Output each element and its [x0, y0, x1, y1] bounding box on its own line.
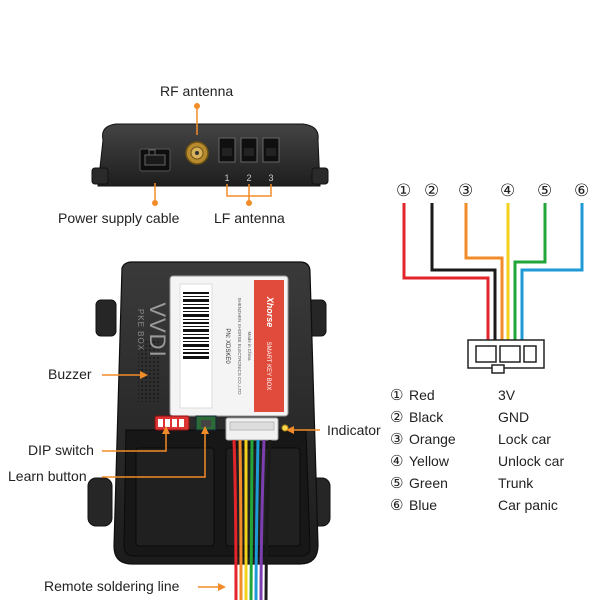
legend-function: 3V — [498, 387, 516, 403]
schematic-num-1: ① — [396, 181, 412, 200]
schematic-connector — [467, 339, 545, 374]
lf-antenna-ports — [218, 137, 280, 163]
rf-antenna-connector — [185, 141, 209, 165]
legend-num: ③ — [390, 431, 404, 448]
schematic-num-4: ④ — [500, 181, 516, 200]
legend-function: Trunk — [498, 475, 534, 491]
product-sticker: PN: XDSKE0 SHENZHEN XHORSE ELECTRONICS C… — [169, 275, 289, 417]
legend-function: GND — [498, 409, 530, 425]
schematic-num-5: ⑤ — [537, 181, 553, 200]
wiring-schematic — [402, 203, 584, 340]
dip-switch — [154, 415, 190, 431]
legend-num: ⑤ — [390, 475, 404, 492]
legend-function: Lock car — [498, 431, 551, 447]
wire-green — [513, 203, 547, 340]
label-buzzer: Buzzer — [48, 366, 92, 382]
legend-color: Blue — [409, 497, 438, 513]
legend-num: ① — [390, 387, 404, 404]
schematic-num-6: ⑥ — [574, 181, 590, 200]
wire-orange — [464, 203, 504, 340]
legend-color: Black — [409, 409, 444, 425]
buzzer-grille — [138, 340, 160, 402]
sticker-maker: SHENZHEN XHORSE ELECTRONICS CO.,LTD — [237, 298, 242, 396]
callouts-top — [152, 103, 272, 206]
legend-function: Car panic — [498, 497, 558, 513]
label-lf-antenna: LF antenna — [214, 210, 285, 226]
sticker-pn: PN: XDSKE0 — [224, 328, 230, 364]
device-body: PN: XDSKE0 SHENZHEN XHORSE ELECTRONICS C… — [87, 261, 331, 565]
label-dip-switch: DIP switch — [28, 442, 94, 458]
brand-vvdi: VVDI — [145, 302, 170, 357]
label-power-supply-cable: Power supply cable — [58, 210, 180, 226]
legend-color: Green — [409, 475, 448, 491]
wire-blue — [520, 203, 584, 340]
legend-num: ⑥ — [390, 497, 404, 514]
device-wire-bundle — [232, 439, 272, 600]
legend-num: ④ — [390, 453, 404, 470]
wire-black — [430, 203, 497, 340]
label-rf-antenna: RF antenna — [160, 83, 234, 99]
callouts-body — [102, 371, 320, 591]
device-end-view: 1 2 3 — [91, 123, 329, 187]
schematic-num-3: ③ — [458, 181, 474, 200]
sticker-product: SMART KEY BOX — [265, 342, 271, 391]
label-learn-button: Learn button — [8, 468, 87, 484]
brand-pke-box: PKE BOX — [136, 309, 145, 351]
lf-port-2: 2 — [246, 173, 251, 183]
wire-red — [402, 203, 490, 340]
legend-color: Yellow — [409, 453, 449, 469]
label-remote-soldering-line: Remote soldering line — [44, 578, 180, 594]
legend-function: Unlock car — [498, 453, 565, 469]
legend-color: Red — [409, 387, 435, 403]
lf-port-1: 1 — [224, 173, 229, 183]
legend-color: Orange — [409, 431, 456, 447]
lf-port-3: 3 — [268, 173, 273, 183]
wire-harness-connector — [225, 417, 279, 441]
schematic-num-2: ② — [424, 181, 440, 200]
label-indicator: Indicator — [327, 422, 381, 438]
sticker-brand: Xhorse — [265, 296, 275, 328]
legend-num: ② — [390, 409, 404, 426]
sticker-made-in: Made in China — [247, 331, 252, 361]
power-connector — [139, 148, 171, 172]
indicator-led — [281, 424, 289, 432]
